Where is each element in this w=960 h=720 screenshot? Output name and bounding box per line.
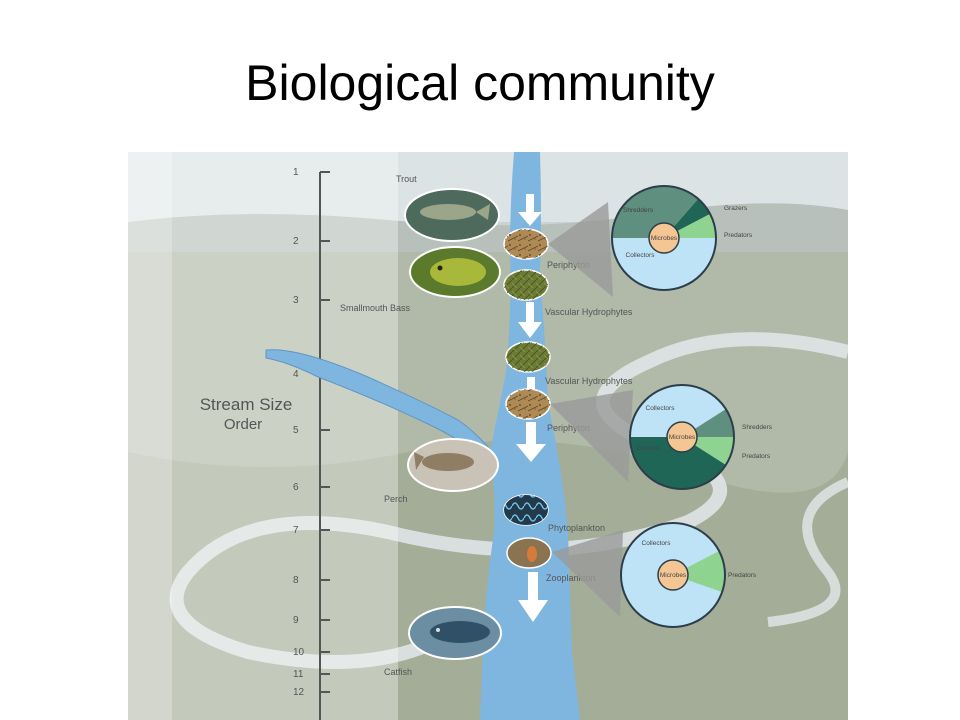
pie-middle-shredders: Shredders bbox=[742, 424, 773, 431]
axis-tick-label: 10 bbox=[293, 647, 305, 658]
vascular-hydrophytes-photo-lower bbox=[505, 341, 551, 373]
label-smallmouth-bass: Smallmouth Bass bbox=[340, 303, 411, 313]
zoom-cone-lower bbox=[552, 530, 623, 617]
axis-tick-label: 7 bbox=[293, 525, 299, 536]
pie-middle-grazers: Grazers bbox=[636, 445, 660, 452]
axis-tick-label: 2 bbox=[293, 236, 299, 247]
axis-tick-label: 5 bbox=[293, 425, 299, 436]
flow-arrow bbox=[518, 572, 548, 622]
pie-upper-center: Microbes bbox=[651, 235, 678, 242]
axis-tick-label: 1 bbox=[293, 167, 299, 178]
label-periphyton-lower: Periphyton bbox=[547, 423, 590, 433]
functional-feeding-pie-middle: Microbes Collectors Grazers Shredders Pr… bbox=[629, 384, 773, 490]
periphyton-photo-upper bbox=[503, 228, 549, 260]
label-catfish: Catfish bbox=[384, 667, 412, 677]
label-vascular-hydrophytes-upper: Vascular Hydrophytes bbox=[545, 307, 633, 317]
landscape-background bbox=[128, 152, 848, 720]
zoom-cone-middle bbox=[550, 390, 633, 482]
flow-arrow bbox=[518, 302, 542, 338]
axis-title-stream-size: Stream Size bbox=[200, 395, 293, 414]
label-phytoplankton: Phytoplankton bbox=[548, 523, 605, 533]
axis-tick-label: 4 bbox=[293, 369, 299, 380]
label-vascular-hydrophytes-lower: Vascular Hydrophytes bbox=[545, 376, 633, 386]
perch-photo bbox=[407, 438, 499, 492]
axis-title-order: Order bbox=[224, 416, 262, 433]
pie-upper-shredders: Shredders bbox=[623, 207, 654, 214]
slide-title: Biological community bbox=[245, 55, 715, 111]
catfish-photo bbox=[408, 606, 502, 660]
label-periphyton-upper: Periphyton bbox=[547, 260, 590, 270]
pie-middle-center: Microbes bbox=[669, 434, 696, 441]
flow-arrow bbox=[516, 422, 546, 462]
label-zooplankton: Zooplankton bbox=[546, 573, 596, 583]
phytoplankton-photo bbox=[503, 494, 549, 526]
axis-tick-label: 6 bbox=[293, 482, 299, 493]
axis-tick-label: 11 bbox=[293, 669, 304, 680]
zoom-cone-upper bbox=[548, 202, 613, 297]
trout-photo bbox=[404, 188, 500, 242]
vascular-hydrophytes-photo-upper bbox=[503, 269, 549, 301]
periphyton-photo-lower bbox=[505, 388, 551, 420]
pie-lower-center: Microbes bbox=[660, 572, 687, 579]
label-perch: Perch bbox=[384, 494, 408, 504]
pie-lower-predators: Predators bbox=[728, 572, 757, 579]
functional-feeding-pie-upper: Microbes Shredders Collectors Grazers Pr… bbox=[611, 185, 753, 291]
pie-middle-predators: Predators bbox=[742, 453, 771, 460]
flow-arrow bbox=[518, 194, 542, 226]
label-trout: Trout bbox=[396, 174, 417, 184]
smallmouth-bass-photo bbox=[409, 246, 501, 298]
axis-tick-label: 8 bbox=[293, 575, 299, 586]
pie-upper-predators: Predators bbox=[724, 232, 753, 239]
axis-tick-label: 9 bbox=[293, 615, 299, 626]
pie-upper-collectors: Collectors bbox=[626, 252, 656, 259]
tributary bbox=[265, 349, 489, 457]
zooplankton-photo bbox=[506, 537, 552, 569]
functional-feeding-pie-lower: Microbes Collectors Predators bbox=[620, 522, 757, 628]
pie-upper-grazers: Grazers bbox=[724, 205, 748, 212]
pie-middle-collectors: Collectors bbox=[646, 405, 676, 412]
axis-tick-label: 3 bbox=[293, 295, 299, 306]
pie-lower-collectors: Collectors bbox=[642, 540, 672, 547]
axis-tick-label: 12 bbox=[293, 687, 305, 698]
